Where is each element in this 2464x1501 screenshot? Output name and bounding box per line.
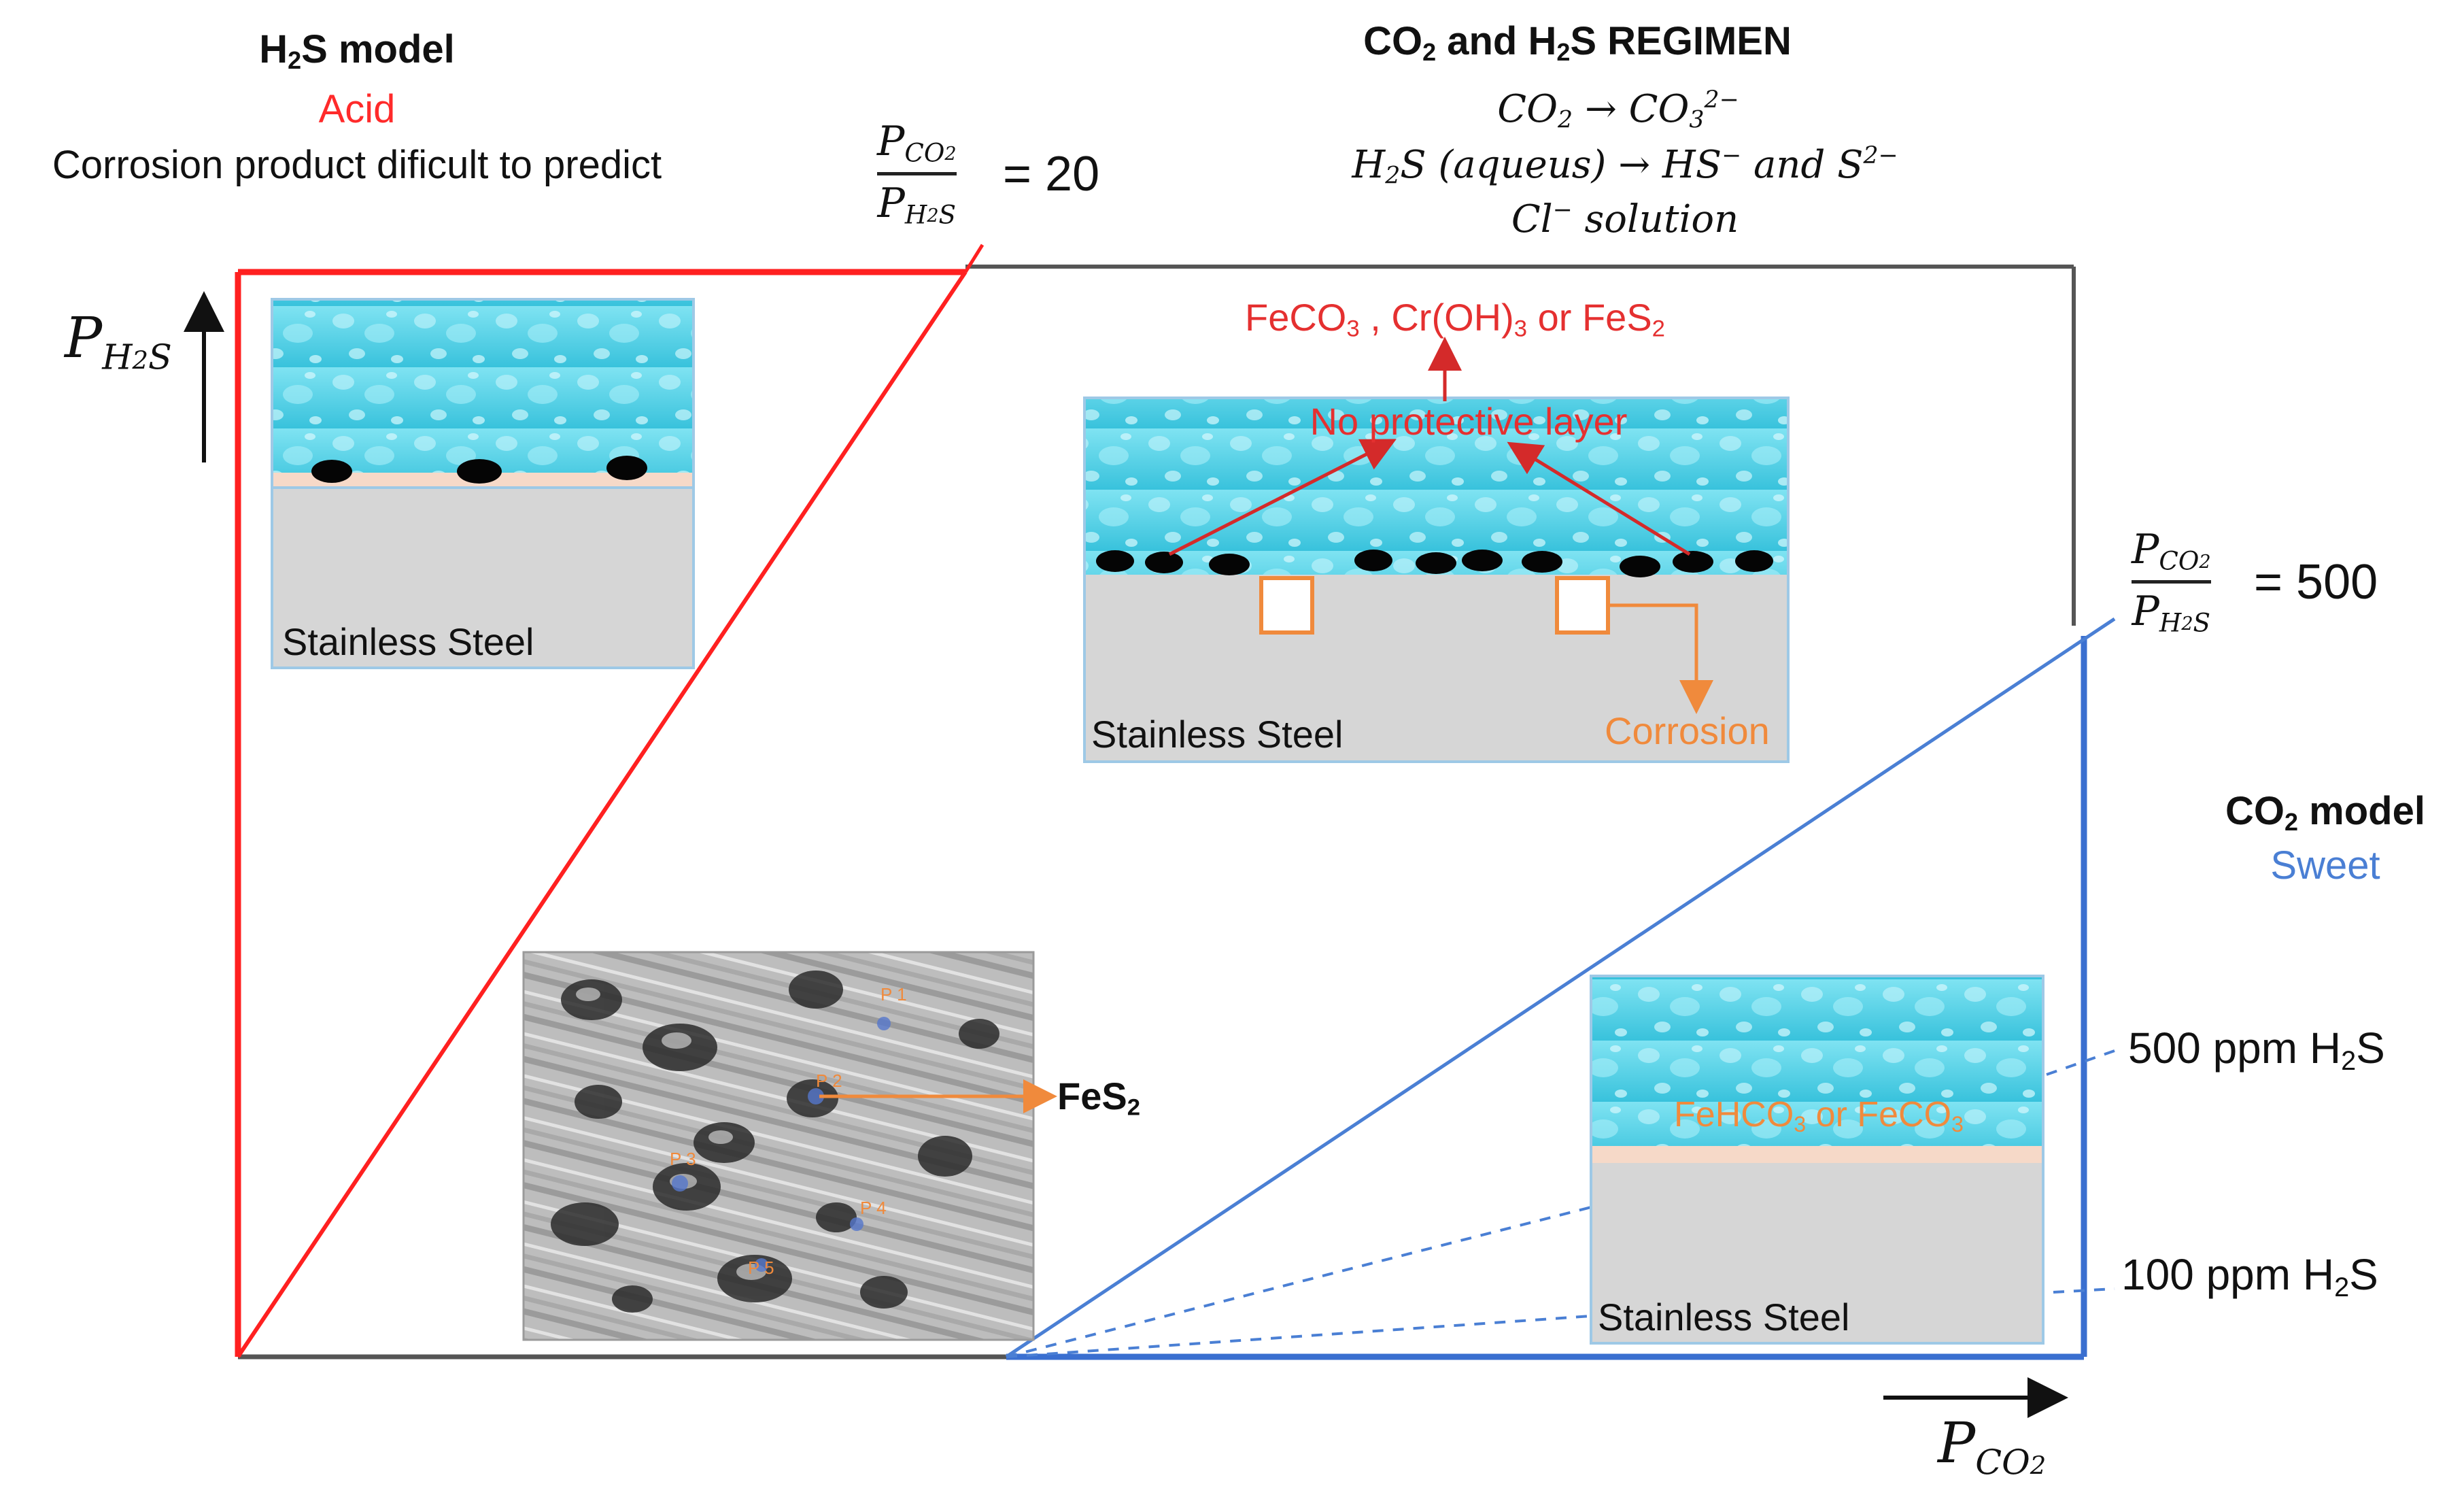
sweet-region-boundary (1005, 617, 2116, 1360)
arrow-to-no-layer (1168, 439, 1397, 556)
water-layer (1591, 976, 2043, 1146)
h2s-model-title: H2S model (259, 27, 455, 74)
sem-border (522, 951, 1035, 1341)
possible-products-label: FeCO3 , Cr(OH)3 or FeS2 (1245, 296, 1665, 342)
sem-marker: P 2 (816, 1070, 842, 1091)
panel-sweet (1590, 975, 2044, 1345)
arrow-to-corrosion (1608, 603, 1713, 714)
dash-500ppm-outer (2046, 1049, 2115, 1076)
water-layer (1084, 398, 1788, 575)
sem-marker: P 5 (748, 1258, 774, 1278)
sem-micrograph (522, 951, 1057, 1341)
corrosion-pit (1259, 576, 1314, 635)
panel-border (271, 298, 695, 669)
ppm-100-label: 100 ppm H2S (2121, 1250, 2378, 1302)
panel-regimen (1083, 337, 1790, 763)
pit-deposit (311, 460, 352, 483)
dash-500ppm-inner (1006, 1206, 1592, 1358)
regimen-equation-co2: CO2 → CO32− (1497, 86, 1739, 134)
ratio-500-denominator: PH2S (2132, 588, 2210, 638)
sem-marker: P 4 (860, 1198, 887, 1218)
ratio-500-value: = 500 (2254, 555, 2378, 609)
pit-deposit (606, 456, 647, 480)
sem-marker-dots (672, 1017, 891, 1272)
regimen-equation-h2s: H2S (aqueus) → HS− and S2− (1352, 142, 1898, 190)
h2s-model-type: Acid (318, 87, 396, 131)
acid-steel-label: Stainless Steel (282, 620, 534, 663)
regimen-chloride: Cl− solution (1511, 197, 1739, 241)
acid-region-boundary (235, 243, 985, 1358)
h2s-model-description: Corrosion product dificult to predict (52, 143, 662, 187)
ratio-20-line (236, 271, 968, 1358)
ratio-20-numerator: PCO2 (877, 118, 957, 168)
corrosion-pit (1555, 576, 1610, 635)
panel-border (1083, 397, 1790, 763)
ratio-500-fraction: PCO2 PH2S (2132, 527, 2211, 637)
sweet-product-label: FeHCO3 or FeCO3 (1674, 1095, 1964, 1137)
dash-100ppm-inner (1006, 1315, 1592, 1358)
sem-marker: P 1 (880, 984, 907, 1005)
fes2-callout: FeS2 (1057, 1075, 1141, 1121)
co2-model-type: Sweet (2270, 843, 2380, 888)
panel-border (1590, 975, 2044, 1345)
steel-substrate (271, 486, 695, 669)
ratio-500-numerator: PCO2 (2132, 526, 2211, 576)
x-axis-label: PCO2 (1938, 1411, 2047, 1483)
ratio-20-value: = 20 (1003, 147, 1100, 201)
no-protective-layer-label: No protective layer (1310, 400, 1628, 443)
steel-substrate (1591, 1163, 2043, 1343)
co2-model-title: CO2 model (2225, 789, 2425, 836)
deposit-particles (1096, 550, 1773, 577)
water-layer (272, 299, 694, 473)
interface-layer (1591, 1146, 2043, 1163)
y-axis-label: PH2S (65, 306, 172, 377)
corrosion-label: Corrosion (1605, 709, 1770, 752)
pit-deposit (457, 459, 502, 484)
sem-marker: P 3 (670, 1149, 696, 1169)
ppm-500-label: 500 ppm H2S (2128, 1024, 2385, 1076)
regime-frame (238, 265, 2076, 1360)
ratio-20-denominator: PH2S (877, 180, 956, 230)
panel-acid (271, 298, 695, 669)
dash-100ppm-outer (2053, 1287, 2115, 1294)
arrow-to-no-layer (1507, 441, 1691, 556)
ratio-20-leader (963, 243, 985, 273)
ratio-20-fraction: PCO2 PH2S (877, 119, 957, 229)
regimen-steel-label: Stainless Steel (1091, 713, 1344, 756)
ratio-500-line (1005, 617, 2116, 1359)
regimen-title: CO2 and H2S REGIMEN (1363, 19, 1792, 66)
sweet-steel-label: Stainless Steel (1598, 1296, 1850, 1338)
